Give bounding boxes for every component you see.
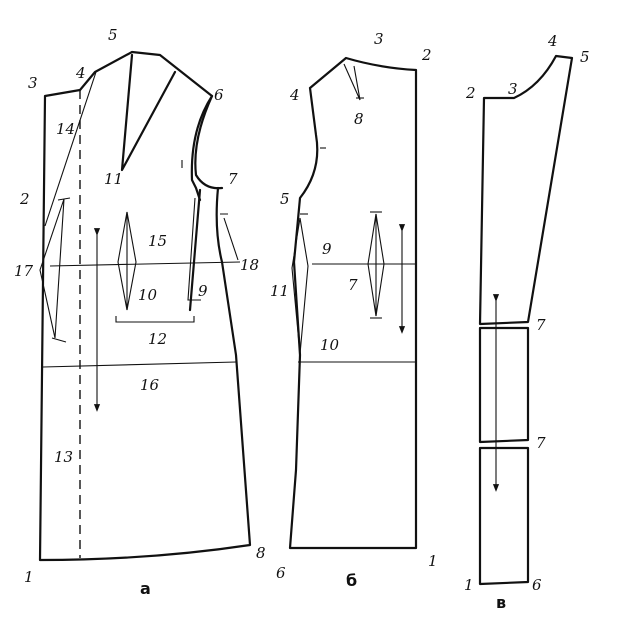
a-label-7: 7 bbox=[228, 170, 238, 188]
a-label-4: 4 bbox=[75, 64, 86, 82]
a-label-14: 14 bbox=[56, 120, 75, 138]
panel-a-waist-line bbox=[49, 261, 241, 267]
panel-a-bracket-12 bbox=[115, 316, 195, 323]
b-label-3: 3 bbox=[374, 30, 384, 48]
a-label-18: 18 bbox=[240, 256, 259, 274]
caption-b: б bbox=[346, 571, 357, 590]
panel-b-front: 3 2 4 8 5 9 7 11 10 6 1 б bbox=[270, 30, 438, 590]
b-label-2: 2 bbox=[421, 46, 432, 64]
c-label-1: 1 bbox=[464, 576, 474, 594]
b-label-9: 9 bbox=[322, 240, 332, 258]
c-label-4: 4 bbox=[547, 32, 558, 50]
b-label-5: 5 bbox=[280, 190, 290, 208]
c-label-6: 6 bbox=[532, 576, 542, 594]
b-label-1: 1 bbox=[428, 552, 438, 570]
c-label-3: 3 bbox=[508, 80, 518, 98]
a-label-10: 10 bbox=[138, 286, 158, 304]
a-label-16: 16 bbox=[140, 376, 160, 394]
a-label-9: 9 bbox=[198, 282, 208, 300]
a-label-3: 3 bbox=[28, 74, 38, 92]
caption-a: а bbox=[140, 579, 151, 598]
a-label-5: 5 bbox=[108, 26, 118, 44]
panel-a-back: 5 3 4 6 14 11 7 2 15 17 18 10 9 12 16 13… bbox=[14, 26, 266, 598]
a-label-11: 11 bbox=[104, 170, 123, 188]
a-label-6: 6 bbox=[214, 86, 224, 104]
a-label-1: 1 bbox=[24, 568, 34, 586]
c-label-5: 5 bbox=[580, 48, 590, 66]
c-label-2: 2 bbox=[465, 84, 476, 102]
a-label-17: 17 bbox=[14, 262, 34, 280]
panel-a-armhole bbox=[194, 94, 224, 190]
b-label-4: 4 bbox=[289, 86, 300, 104]
panel-c-piece: 4 5 2 3 7 7 1 6 в bbox=[464, 32, 590, 612]
panel-b-outline bbox=[288, 56, 418, 550]
caption-c: в bbox=[496, 593, 506, 612]
a-label-15: 15 bbox=[148, 232, 167, 250]
panel-a-side-dart bbox=[187, 197, 201, 301]
panel-b-neck-dart bbox=[343, 63, 361, 101]
b-label-8: 8 bbox=[354, 110, 364, 128]
panel-a-outline bbox=[38, 50, 252, 562]
panel-c-lower-outline bbox=[478, 446, 530, 586]
panel-a-side-seam bbox=[188, 188, 202, 312]
a-label-8: 8 bbox=[256, 544, 266, 562]
a-label-12: 12 bbox=[148, 330, 167, 348]
panel-a-markers-18 bbox=[220, 213, 239, 261]
a-label-13: 13 bbox=[54, 448, 73, 466]
b-label-6: 6 bbox=[276, 564, 286, 582]
b-label-11: 11 bbox=[270, 282, 289, 300]
b-label-7: 7 bbox=[348, 276, 358, 294]
panel-a-markers-17 bbox=[39, 197, 71, 343]
panel-c-middle-outline bbox=[478, 326, 530, 444]
a-label-2: 2 bbox=[19, 190, 30, 208]
c-label-7b: 7 bbox=[536, 434, 546, 452]
b-label-10: 10 bbox=[320, 336, 340, 354]
panel-a-shoulder-dart bbox=[120, 53, 177, 172]
panel-c-upper-outline bbox=[478, 54, 574, 326]
panel-b-markers-11 bbox=[291, 217, 309, 355]
panel-a-hip-line bbox=[42, 361, 237, 368]
c-label-7a: 7 bbox=[536, 316, 546, 334]
panel-a-line-14 bbox=[44, 71, 97, 227]
